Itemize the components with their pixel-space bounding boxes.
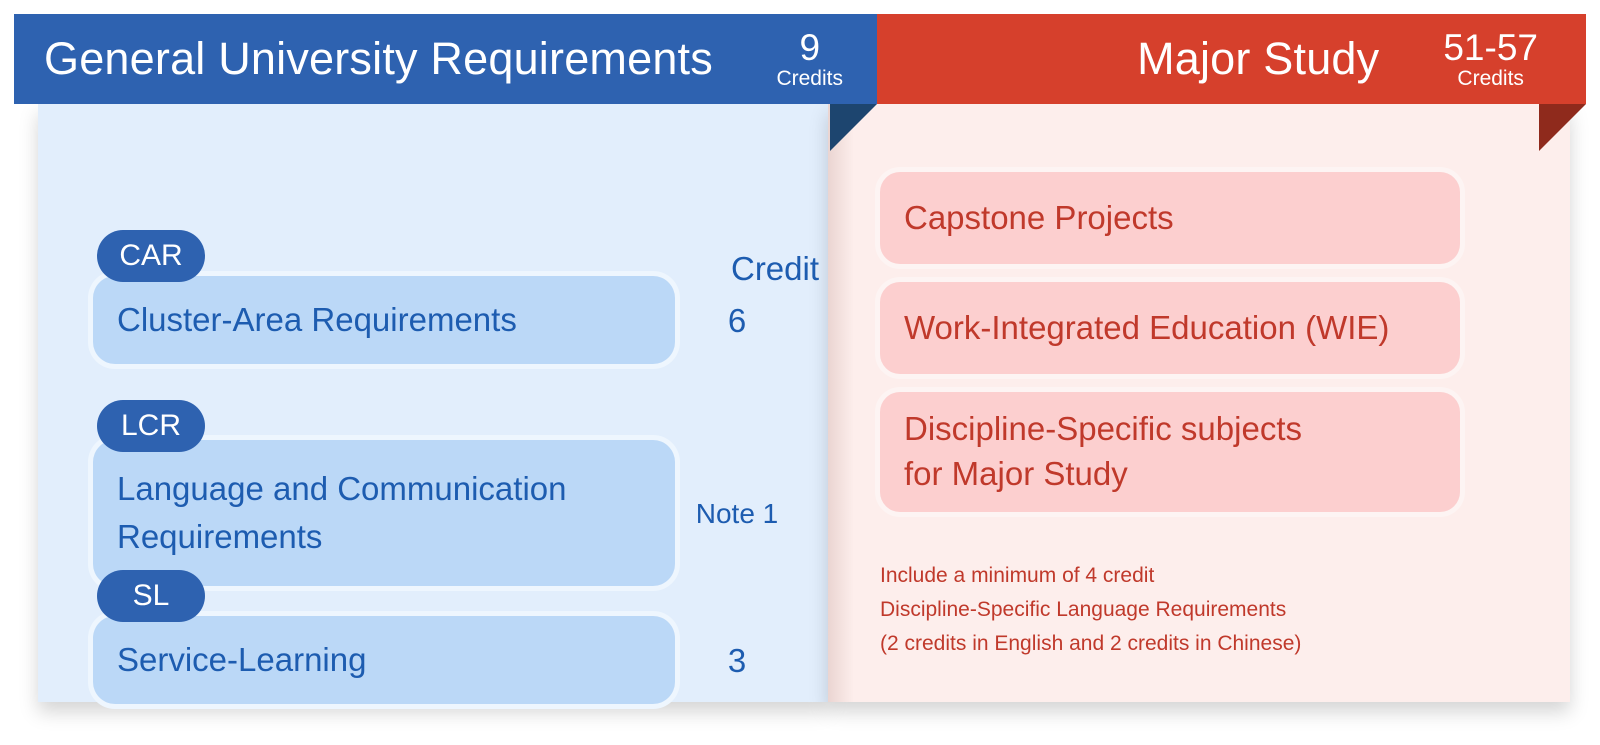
requirement-badge-sl: SL bbox=[97, 570, 205, 622]
requirement-badge-lcr: LCR bbox=[97, 400, 205, 452]
major-study-credits: 51-57 Credits bbox=[1443, 29, 1538, 89]
requirement-name-car: Cluster-Area Requirements bbox=[117, 301, 517, 339]
general-university-requirements-credits: 9 Credits bbox=[776, 29, 843, 89]
major-note-line-3: (2 credits in English and 2 credits in C… bbox=[880, 632, 1302, 656]
major-card-label-work-integrated-education: Work-Integrated Education (WIE) bbox=[904, 308, 1390, 346]
major-study-panel: Capstone Projects Work-Integrated Educat… bbox=[828, 104, 1570, 702]
requirement-name-lcr: Language and Communication Requirements bbox=[117, 470, 567, 555]
major-note-line-1: Include a minimum of 4 credit bbox=[880, 564, 1155, 587]
major-study-header: Major Study 51-57 Credits bbox=[877, 14, 1586, 104]
credit-column-header: Credit bbox=[730, 250, 820, 287]
gur-credits-label: Credits bbox=[776, 67, 843, 90]
requirement-credit-lcr: Note 1 bbox=[695, 498, 779, 529]
major-card-capstone-projects: Capstone Projects bbox=[880, 172, 1460, 264]
major-card-discipline-specific-subjects: Discipline-Specific subjects for Major S… bbox=[880, 392, 1460, 512]
ribbon-fold-left bbox=[830, 104, 877, 151]
major-study-credits-number: 51-57 bbox=[1443, 27, 1538, 68]
requirement-credit-sl: 3 bbox=[727, 642, 747, 679]
major-note-line-2: Discipline-Specific Language Requirement… bbox=[880, 598, 1287, 622]
major-card-label-capstone-projects: Capstone Projects bbox=[904, 198, 1174, 236]
general-university-requirements-header: General University Requirements 9 Credit… bbox=[14, 14, 877, 104]
general-university-requirements-title: General University Requirements bbox=[44, 33, 713, 84]
requirement-credit-car: 6 bbox=[727, 302, 747, 339]
discipline-specific-line-1: Discipline-Specific subjects bbox=[904, 410, 1302, 448]
major-card-work-integrated-education: Work-Integrated Education (WIE) bbox=[880, 282, 1460, 374]
major-card-label-discipline-specific-subjects: Discipline-Specific subjects for Major S… bbox=[904, 407, 1302, 497]
ribbon-fold-right bbox=[1539, 104, 1586, 151]
requirement-card-car: Cluster-Area Requirements bbox=[93, 276, 675, 364]
requirement-card-lcr: Language and Communication Requirements bbox=[93, 440, 675, 586]
major-study-note: Include a minimum of 4 credit Discipline… bbox=[880, 559, 1500, 661]
gur-credits-number: 9 bbox=[799, 27, 821, 68]
general-university-requirements-panel: Credit Cluster-Area Requirements CAR 6 L… bbox=[38, 104, 828, 704]
requirement-badge-car: CAR bbox=[97, 230, 205, 282]
discipline-specific-line-2: for Major Study bbox=[904, 455, 1128, 492]
requirement-name-sl: Service-Learning bbox=[117, 641, 367, 679]
major-study-title: Major Study bbox=[1137, 33, 1380, 84]
requirement-card-sl: Service-Learning bbox=[93, 616, 675, 704]
major-study-credits-label: Credits bbox=[1457, 67, 1524, 90]
